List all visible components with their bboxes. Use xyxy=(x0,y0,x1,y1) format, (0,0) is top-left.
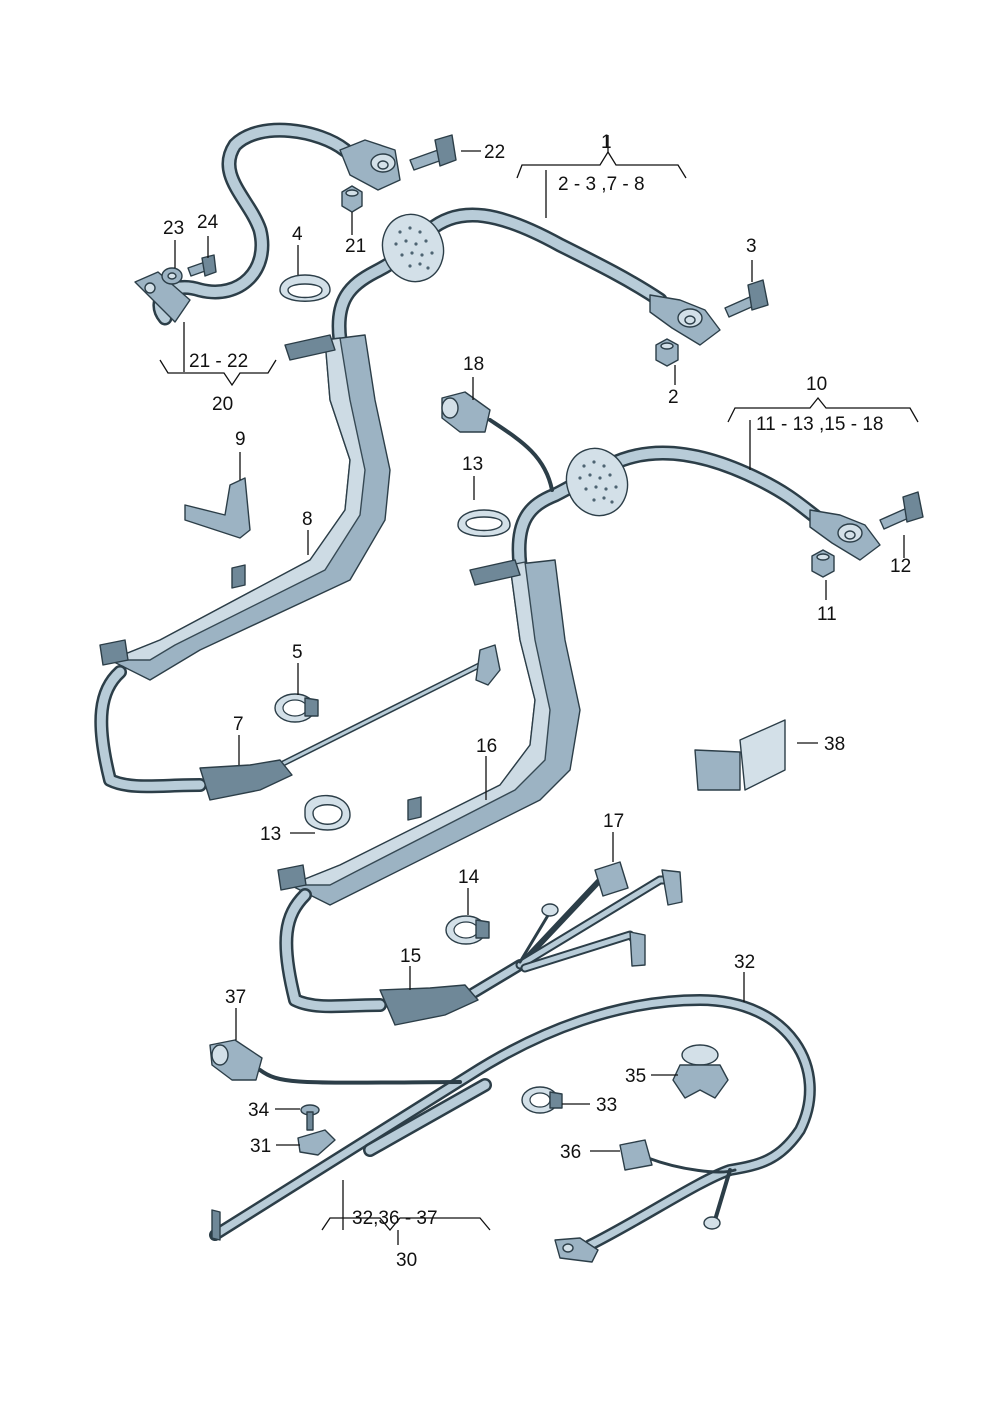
callout-7: 7 xyxy=(233,714,244,735)
connector-36 xyxy=(619,1139,737,1174)
bracket-9 xyxy=(184,477,251,539)
cable-30 xyxy=(209,994,816,1263)
callout-23: 23 xyxy=(163,218,184,239)
callout-36: 36 xyxy=(560,1142,581,1163)
callout-15: 15 xyxy=(400,946,421,967)
connector-17 xyxy=(594,861,629,897)
screw-34 xyxy=(300,1104,320,1131)
callout-10: 10 xyxy=(806,374,827,395)
sensor-37 xyxy=(209,1039,462,1085)
callout-labels: 22 1 2 - 3 ,7 - 8 21 23 24 4 3 21 - 22 2… xyxy=(163,132,911,1271)
hose-clamp-33 xyxy=(521,1086,563,1114)
callout-34: 34 xyxy=(248,1100,270,1121)
cable-holder-8 xyxy=(99,334,391,681)
callout-20-range: 21 - 22 xyxy=(189,351,248,372)
callout-13-lower: 13 xyxy=(260,824,281,845)
hose-clamp-5 xyxy=(274,693,319,723)
bolt-24 xyxy=(187,254,217,277)
callout-11: 11 xyxy=(817,604,837,625)
callout-33: 33 xyxy=(596,1095,617,1116)
callout-5: 5 xyxy=(292,642,303,663)
callout-24: 24 xyxy=(197,212,219,233)
nut-2 xyxy=(655,338,679,367)
clip-13-upper xyxy=(457,509,511,537)
grommet-dots-10 xyxy=(578,460,618,504)
washer-23 xyxy=(161,267,183,285)
callout-22: 22 xyxy=(484,142,505,163)
callout-30-range: 32,36 - 37 xyxy=(352,1208,438,1229)
nut-21 xyxy=(341,185,363,213)
sensor-18 xyxy=(441,391,554,492)
bolt-12 xyxy=(879,491,924,530)
clip-4 xyxy=(279,274,331,302)
callout-16: 16 xyxy=(476,736,497,757)
callout-14: 14 xyxy=(458,867,480,888)
callout-35: 35 xyxy=(625,1066,646,1087)
positive-cable-10 xyxy=(511,445,881,573)
leader-lines xyxy=(159,135,919,1245)
bracket-38 xyxy=(694,719,786,791)
callout-38: 38 xyxy=(824,734,845,755)
callout-32: 32 xyxy=(734,952,755,973)
hose-clamp-14 xyxy=(445,915,490,945)
callout-1-range: 2 - 3 ,7 - 8 xyxy=(558,174,645,195)
battery-cable-20 xyxy=(134,122,401,326)
cable-7 xyxy=(94,644,501,801)
clip-31 xyxy=(297,1129,336,1156)
callout-31: 31 xyxy=(250,1136,271,1157)
bolt-3 xyxy=(724,279,769,318)
callout-30: 30 xyxy=(396,1250,417,1271)
callout-21: 21 xyxy=(345,236,366,257)
callout-1: 1 xyxy=(601,132,612,153)
grommet-dots-1 xyxy=(394,226,434,270)
clip-13-left xyxy=(304,794,351,831)
clip-35 xyxy=(672,1044,729,1099)
callout-17: 17 xyxy=(603,811,624,832)
bolt-22 xyxy=(409,134,457,171)
callout-20: 20 xyxy=(212,394,233,415)
positive-cable-1 xyxy=(331,207,721,348)
callout-12: 12 xyxy=(890,556,911,577)
callout-9: 9 xyxy=(235,429,246,450)
nut-11 xyxy=(811,549,835,578)
cable-holder-16 xyxy=(277,559,581,906)
callout-8: 8 xyxy=(302,509,313,530)
cable-15 xyxy=(279,869,683,1026)
callout-2: 2 xyxy=(668,387,679,408)
callout-4: 4 xyxy=(292,224,303,245)
callout-37: 37 xyxy=(225,987,246,1008)
callout-18: 18 xyxy=(463,354,484,375)
callout-10-range: 11 - 13 ,15 - 18 xyxy=(756,414,883,435)
callout-3: 3 xyxy=(746,236,757,257)
callout-13-upper: 13 xyxy=(462,454,483,475)
